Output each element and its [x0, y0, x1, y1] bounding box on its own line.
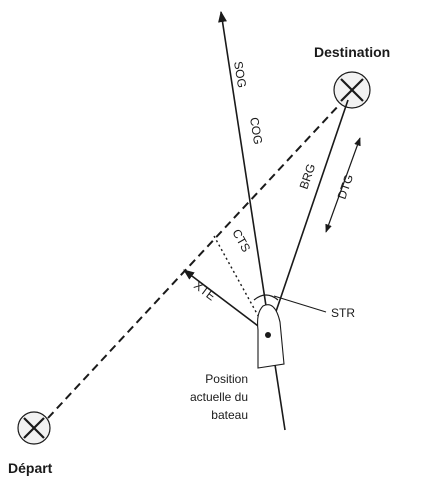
destination-waypoint-icon [333, 71, 371, 109]
str-label: STR [331, 306, 355, 320]
destination-label: Destination [314, 44, 390, 60]
planned-route-line [47, 103, 341, 419]
str-steering-arc [253, 294, 279, 301]
brg-bearing-line [267, 99, 349, 336]
boat-hull-icon [257, 304, 285, 369]
sog-cog-vector-line [218, 10, 286, 431]
dtg-distance-arrow [325, 137, 361, 233]
dtg-label: DTG [335, 172, 356, 201]
xte-label: XTE [191, 278, 218, 303]
boat-position-dot [265, 332, 271, 338]
departure-waypoint-icon [17, 411, 51, 445]
xte-cross-track-line [183, 269, 267, 333]
boat-position-label-line1: Position [205, 372, 248, 386]
sog-label: SOG [231, 60, 249, 89]
cts-label: CTS [229, 227, 253, 255]
brg-label: BRG [297, 162, 319, 191]
depart-label: Départ [8, 460, 53, 476]
str-leader-line [273, 295, 327, 313]
boat-position-label-line2: actuelle du [190, 390, 248, 404]
cog-label: COG [247, 116, 265, 145]
boat-position-label-line3: bateau [211, 408, 248, 422]
